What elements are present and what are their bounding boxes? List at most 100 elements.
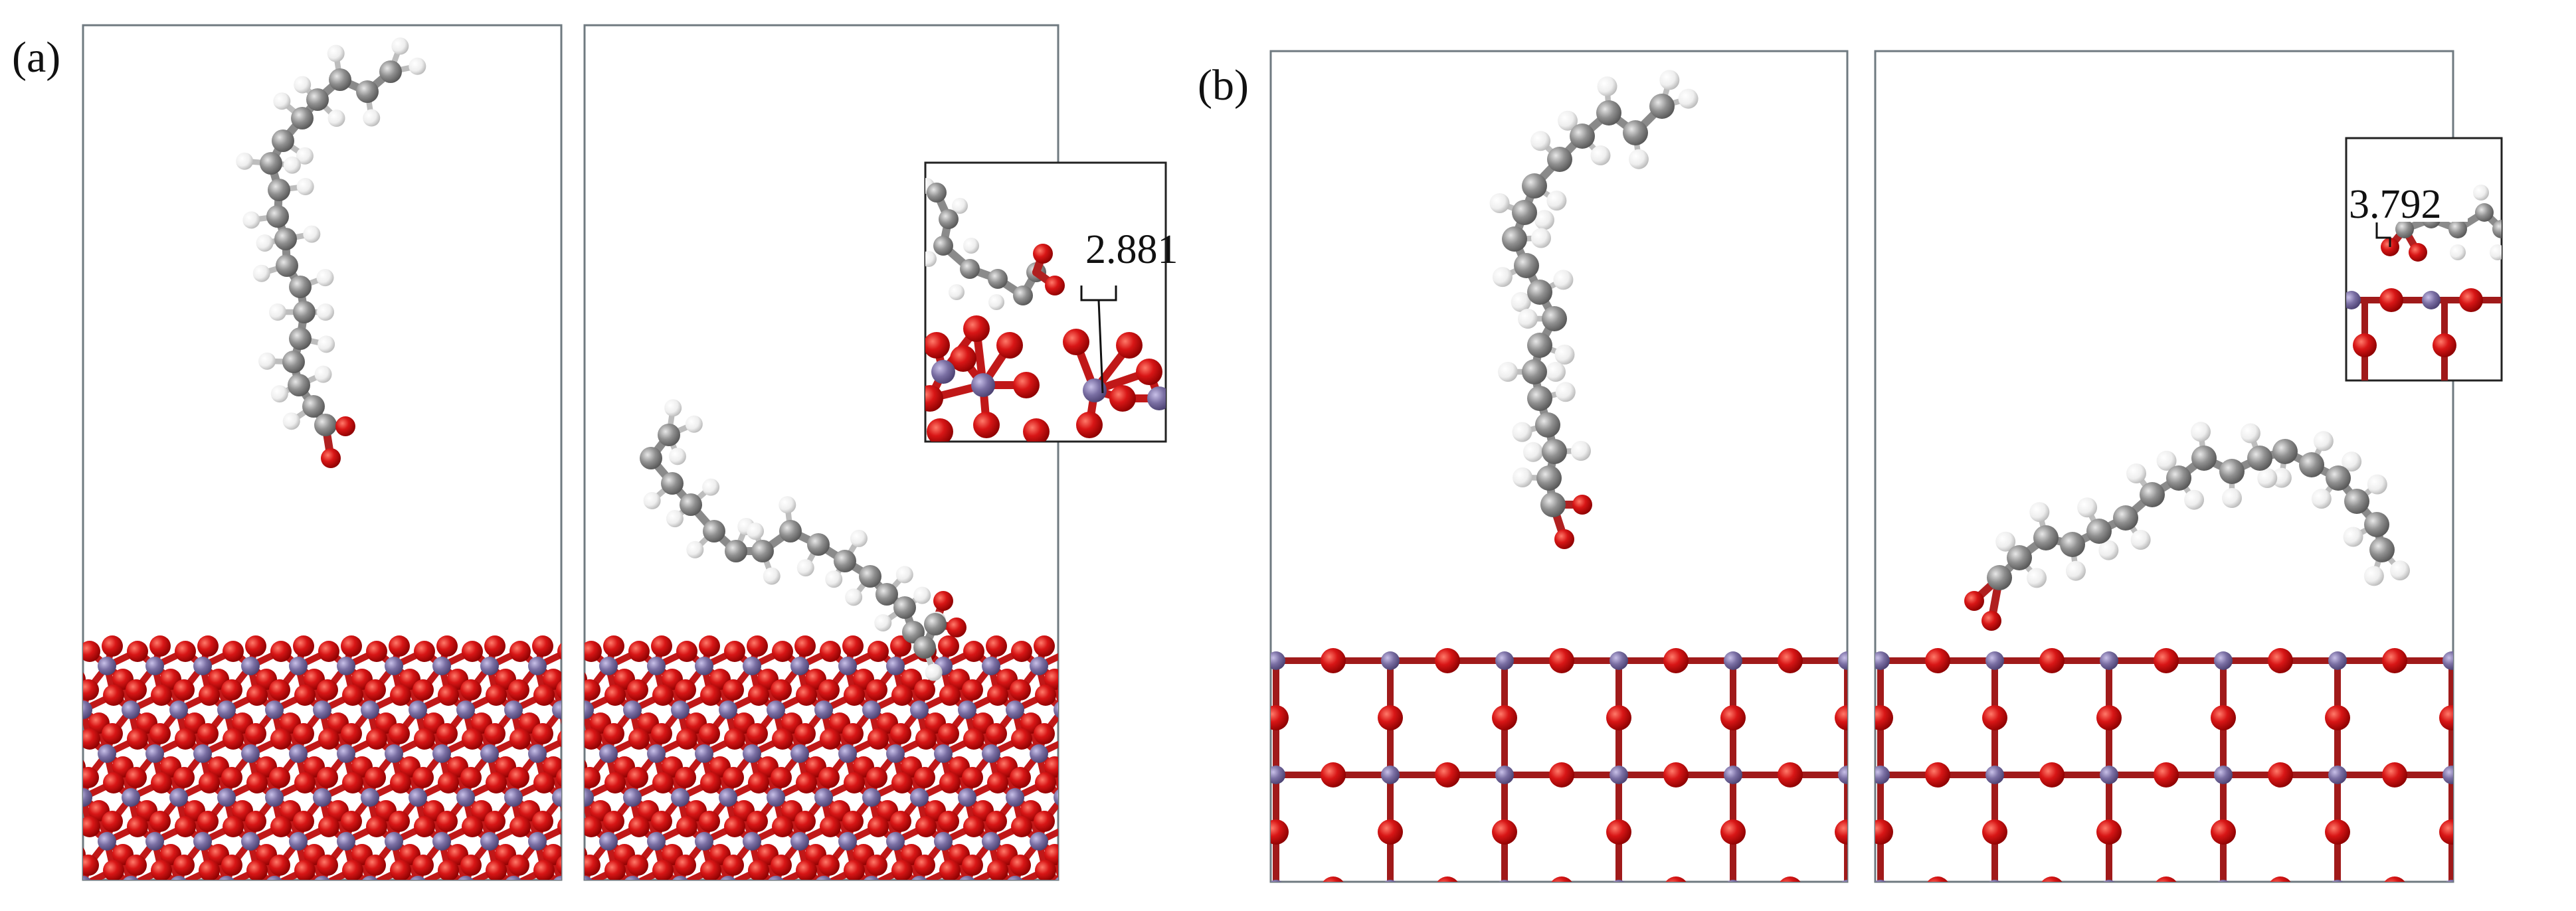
oxygen-atom — [375, 888, 397, 909]
oxygen-atom — [1010, 679, 1031, 701]
oxygen-atom — [652, 685, 674, 706]
metal-atom — [145, 744, 164, 763]
carbon-atom — [329, 68, 351, 91]
bond — [1063, 783, 1093, 797]
bond — [657, 885, 673, 898]
bond — [1063, 797, 1069, 827]
bond — [1117, 827, 1135, 841]
oxygen-atom — [986, 898, 1007, 911]
metal-atom — [169, 701, 188, 719]
oxygen-atom — [317, 679, 338, 701]
hydrogen-atom — [296, 147, 314, 165]
carbon-atom — [807, 533, 830, 556]
oxygen-atom — [533, 772, 555, 793]
metal-atom — [337, 832, 355, 851]
metal-atom — [911, 876, 927, 880]
hydrogen-atom — [796, 559, 814, 577]
hydrogen-atom — [2130, 529, 2151, 550]
metal-atom — [1875, 651, 1890, 670]
oxygen-atom — [389, 723, 410, 744]
metal-atom — [2557, 766, 2575, 784]
hydrogen-atom — [258, 352, 276, 370]
oxygen-atom — [747, 635, 768, 657]
oxygen-atom — [54, 723, 75, 744]
oxygen-atom — [585, 855, 600, 876]
oxygen-atom — [293, 635, 314, 657]
metal-atom — [2557, 880, 2575, 898]
oxygen-atom — [389, 635, 410, 657]
oxygen-atom — [1105, 855, 1127, 876]
bond — [1150, 767, 1158, 797]
oxygen-atom — [436, 898, 458, 911]
oxygen-atom — [675, 855, 696, 876]
hydrogen-atom — [1546, 362, 1566, 382]
oxygen-atom — [700, 685, 721, 706]
oxygen-atom — [557, 643, 561, 660]
bond — [466, 885, 482, 898]
oxygen-atom — [1164, 888, 1185, 909]
oxygen-atom — [199, 772, 220, 793]
bond — [728, 885, 735, 911]
hydrogen-atom — [988, 294, 1004, 310]
oxygen-atom — [771, 767, 792, 788]
oxygen-atom — [293, 898, 314, 911]
oxygen-atom — [246, 860, 268, 880]
oxygen-atom — [327, 888, 349, 909]
hydrogen-atom — [850, 529, 868, 547]
bond — [304, 885, 322, 909]
metal-atom — [409, 701, 427, 719]
carbon-atom — [2140, 482, 2165, 507]
oxygen-atom — [962, 855, 983, 876]
hydrogen-atom — [1498, 362, 1518, 382]
carbon-atom — [893, 596, 916, 619]
bond — [513, 885, 520, 911]
oxygen-atom — [699, 723, 720, 744]
oxygen-atom — [627, 855, 648, 876]
oxygen-atom — [55, 772, 76, 793]
oxygen-atom — [509, 641, 531, 662]
oxygen-atom — [938, 635, 959, 657]
oxygen-atom — [1011, 641, 1032, 662]
metal-atom — [1149, 876, 1168, 894]
oxygen-atom — [868, 728, 889, 750]
oxygen-atom — [2154, 648, 2179, 673]
slab-b-adsorbed — [1875, 648, 2575, 898]
bond — [466, 885, 472, 911]
oxygen-atom — [197, 811, 219, 832]
bond — [322, 885, 329, 911]
hydrogen-atom — [296, 178, 314, 196]
bond — [1087, 754, 1093, 783]
metal-atom — [790, 744, 809, 763]
bond — [227, 885, 233, 911]
hydrogen-atom — [282, 412, 300, 430]
oxygen-atom — [604, 685, 626, 706]
oxygen-atom — [509, 904, 531, 911]
oxygen-atom — [842, 723, 864, 744]
bond — [1111, 710, 1127, 723]
molecule-a-adsorbed — [640, 399, 966, 681]
bond — [256, 885, 274, 909]
oxygen-atom — [1116, 332, 1143, 359]
oxygen-atom — [1981, 611, 2001, 631]
oxygen-atom — [627, 679, 648, 701]
oxygen-atom — [914, 855, 935, 876]
metal-atom — [1875, 766, 1890, 784]
oxygen-atom — [223, 728, 244, 750]
bond — [513, 885, 529, 898]
oxygen-atom — [938, 898, 959, 911]
oxygen-atom — [2353, 333, 2377, 357]
oxygen-atom — [414, 904, 435, 911]
oxygen-atom — [533, 685, 555, 706]
oxygen-atom — [1129, 811, 1150, 832]
hydrogen-atom — [1530, 131, 1551, 151]
oxygen-atom — [2496, 648, 2522, 673]
metal-atom — [2217, 880, 2229, 882]
metal-atom — [934, 832, 953, 851]
bond — [1140, 797, 1158, 821]
metal-atom — [1077, 657, 1096, 675]
bond — [1079, 723, 1087, 754]
oxygen-atom — [1378, 819, 1403, 845]
carbon-atom — [1512, 200, 1537, 225]
oxygen-atom — [1435, 648, 1460, 673]
bond — [824, 885, 840, 898]
